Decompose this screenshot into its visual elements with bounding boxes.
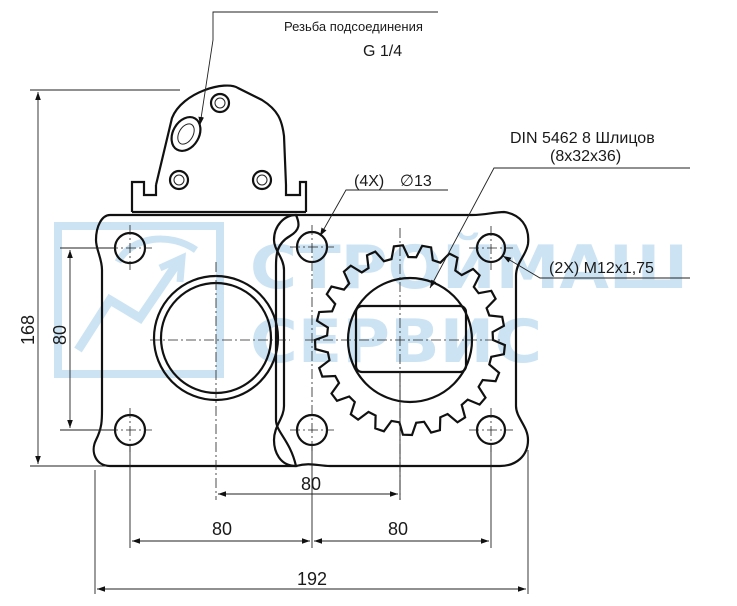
spline-size-label: (8x32x36) — [550, 148, 621, 165]
watermark-line2: СЕРВИС — [250, 307, 542, 377]
fitting-bolt-left-hole — [168, 169, 190, 191]
fitting-top-bolt-hole — [209, 92, 231, 114]
dim-left-spacing: 80 — [212, 519, 232, 539]
thread-port-icon — [170, 116, 202, 152]
dim-width-total: 192 — [297, 569, 327, 589]
dim-height-total: 168 — [18, 315, 38, 345]
holes-diameter-label: ∅13 — [400, 173, 432, 190]
watermark-line1: СТРОЙМАШ — [250, 231, 688, 303]
watermark-logo — [54, 222, 224, 378]
thread-label: Резьба подсоединения — [284, 19, 423, 34]
extension-lines — [30, 89, 529, 594]
dim-center-offset: 80 — [301, 474, 321, 494]
fitting-flange — [130, 84, 308, 214]
dim-right-spacing: 80 — [388, 519, 408, 539]
leader-lines — [198, 11, 690, 289]
thread-value: G 1/4 — [363, 43, 402, 60]
watermark: СТРОЙМАШ СЕРВИС — [54, 222, 688, 378]
spline-standard-label: DIN 5462 8 Шлицов — [510, 130, 655, 147]
threaded-holes-label: (2X) M12x1,75 — [549, 260, 654, 277]
dim-hole-spacing-vertical: 80 — [50, 325, 70, 345]
holes-count-label: (4X) — [354, 173, 384, 190]
dimension-lines — [35, 92, 526, 592]
spline-hub — [354, 304, 468, 374]
fitting-bolt-right-hole — [251, 169, 273, 191]
center-lines — [108, 225, 513, 500]
